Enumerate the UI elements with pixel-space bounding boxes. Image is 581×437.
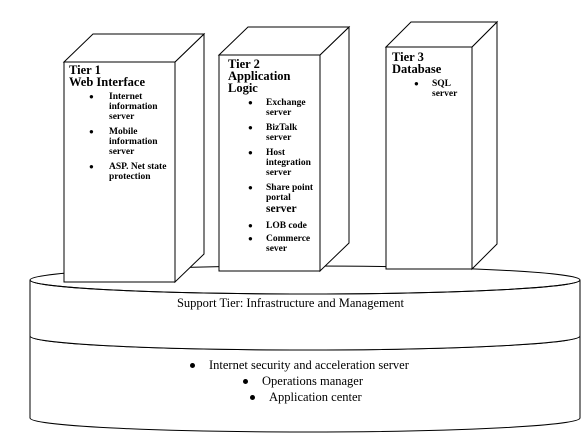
- tier2-title-line-3: Logic: [228, 81, 258, 95]
- tier2-item-4: ● Share point portal server: [248, 183, 314, 215]
- tier2-title: Tier 2 Application Logic: [228, 57, 320, 95]
- tier3-box: [384, 20, 499, 271]
- tier2-text: Tier 2 Application Logic ● Exchange serv…: [228, 58, 320, 259]
- support-cylinder-front-edge: [29, 279, 581, 295]
- tier1-item-1: ● Internet information server: [89, 92, 158, 122]
- tier2-item-6: ● Commerce sever: [248, 234, 311, 254]
- tier2-title-line-1: Tier 2: [228, 57, 260, 71]
- tier2-item-3: ● Host integration server: [248, 148, 311, 178]
- tier3-title-line-2: Database: [392, 62, 442, 76]
- tier1-item-2: ● Mobile information server: [89, 127, 158, 157]
- tier2-box: [217, 25, 351, 273]
- tier2-item-1: ● Exchange server: [248, 98, 306, 118]
- tier2-item-2: ● BizTalk server: [248, 123, 298, 143]
- bullet-icon: [190, 362, 195, 368]
- tier1-text: Tier 1 Web Interface ● Internet informat…: [69, 64, 173, 187]
- support-item-3: Application center: [250, 390, 362, 405]
- support-item-1: Internet security and acceleration serve…: [190, 358, 409, 373]
- tier3-item-1: ● SQL server: [414, 79, 458, 99]
- tier1-title-line-1: Tier 1: [69, 63, 101, 77]
- tier1-item-3: ● ASP. Net state protection: [89, 162, 167, 182]
- tier3-title: Tier 3 Database: [392, 50, 472, 76]
- support-item-2: Operations manager: [243, 374, 363, 389]
- tier2-item-5: ● LOB code: [248, 221, 307, 231]
- tier2-title-line-2: Application: [228, 69, 291, 83]
- tier3-text: Tier 3 Database ● SQL server: [392, 51, 472, 104]
- tier1-title-line-2: Web Interface: [69, 75, 146, 89]
- tier3-title-line-1: Tier 3: [392, 50, 424, 64]
- support-tier-label: Support Tier: Infrastructure and Managem…: [176, 296, 405, 310]
- tier1-box: [62, 32, 206, 284]
- bullet-icon: [243, 378, 248, 384]
- bullet-icon: [250, 394, 255, 400]
- tier1-title: Tier 1 Web Interface: [69, 63, 173, 89]
